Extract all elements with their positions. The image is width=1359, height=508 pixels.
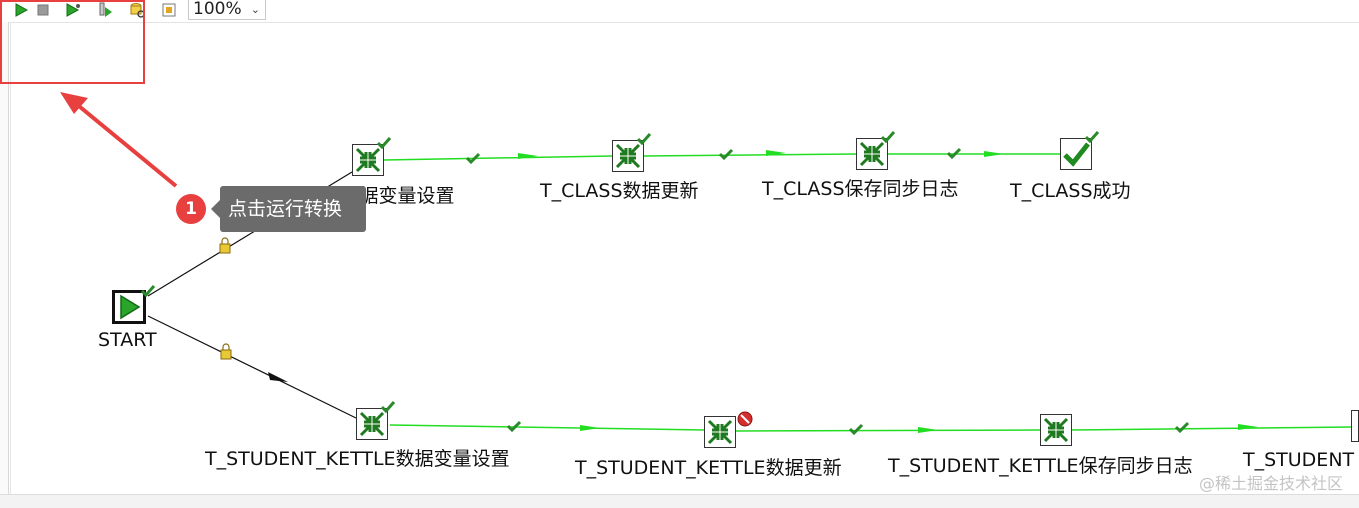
student-log-label: T_STUDENT_KETTLE保存同步日志 — [888, 455, 1193, 477]
run-icon[interactable] — [12, 2, 30, 18]
step-icon[interactable] — [96, 2, 114, 18]
highlight-box — [0, 0, 145, 84]
class-log-label: T_CLASS保存同步日志 — [762, 178, 959, 200]
success-check-icon — [377, 137, 391, 149]
chevron-down-icon: ⌄ — [250, 3, 260, 16]
success-check-icon — [881, 131, 895, 143]
student-update-label: T_STUDENT_KETTLE数据更新 — [575, 457, 842, 479]
hop-student-1[interactable] — [389, 420, 705, 433]
merge-arrows-icon — [1043, 417, 1069, 443]
hop-student-3[interactable] — [1071, 421, 1353, 434]
class-success-node[interactable] — [1060, 131, 1099, 170]
student-log-node[interactable] — [1040, 414, 1072, 446]
class-update-node[interactable] — [612, 133, 651, 172]
merge-arrows-icon — [359, 411, 385, 437]
student-next-node[interactable] — [1351, 410, 1359, 442]
class-var-node[interactable] — [352, 137, 391, 176]
run-debug-icon[interactable] — [64, 2, 82, 18]
hop-class-2[interactable] — [643, 148, 857, 161]
hop-start-student[interactable] — [147, 315, 357, 419]
student-var-node[interactable] — [356, 401, 395, 440]
merge-arrows-icon — [615, 143, 641, 169]
success-check-icon — [637, 133, 651, 145]
hop-class-3[interactable] — [888, 147, 1060, 160]
zoom-value: 100% — [193, 0, 242, 19]
merge-arrows-icon — [859, 141, 885, 167]
tooltip-text: 点击运行转换 — [228, 198, 343, 220]
success-check-icon — [141, 285, 155, 297]
tooltip: 点击运行转换 — [211, 186, 366, 232]
student-var-label: T_STUDENT_KETTLE数据变量设置 — [205, 448, 510, 470]
lock-icon — [219, 237, 231, 254]
lock-icon — [220, 343, 232, 360]
hop-student-2[interactable] — [735, 423, 1041, 436]
stop-icon[interactable] — [34, 2, 52, 18]
merge-arrows-icon — [355, 147, 381, 173]
toolbar: 100% ⌄ — [0, 0, 1359, 23]
success-check-icon — [381, 401, 395, 413]
watermark: @稀土掘金技术社区 — [1198, 474, 1343, 493]
left-rail — [0, 22, 9, 507]
play-icon — [120, 294, 141, 320]
class-success-label: T_CLASS成功 — [1010, 180, 1131, 202]
big-check-icon — [1063, 142, 1090, 167]
merge-arrows-icon — [707, 419, 733, 445]
start-label: START — [98, 329, 157, 351]
student-update-node[interactable] — [704, 411, 753, 448]
class-log-node[interactable] — [856, 131, 895, 170]
error-stop-icon — [737, 411, 753, 427]
student-next-label: T_STUDENT — [1243, 449, 1355, 471]
class-update-label: T_CLASS数据更新 — [540, 180, 699, 202]
success-check-icon — [1085, 131, 1099, 143]
start-node[interactable] — [112, 285, 155, 324]
annotation-arrow — [60, 92, 178, 188]
zoom-select[interactable]: 100% ⌄ — [188, 0, 266, 20]
step-badge: 1 — [176, 194, 206, 224]
database-search-icon[interactable] — [128, 2, 146, 18]
horizontal-scrollbar[interactable] — [0, 494, 1359, 508]
sql-icon[interactable] — [160, 2, 178, 18]
hop-class-1[interactable] — [383, 152, 613, 165]
left-rail-divider — [10, 22, 11, 507]
